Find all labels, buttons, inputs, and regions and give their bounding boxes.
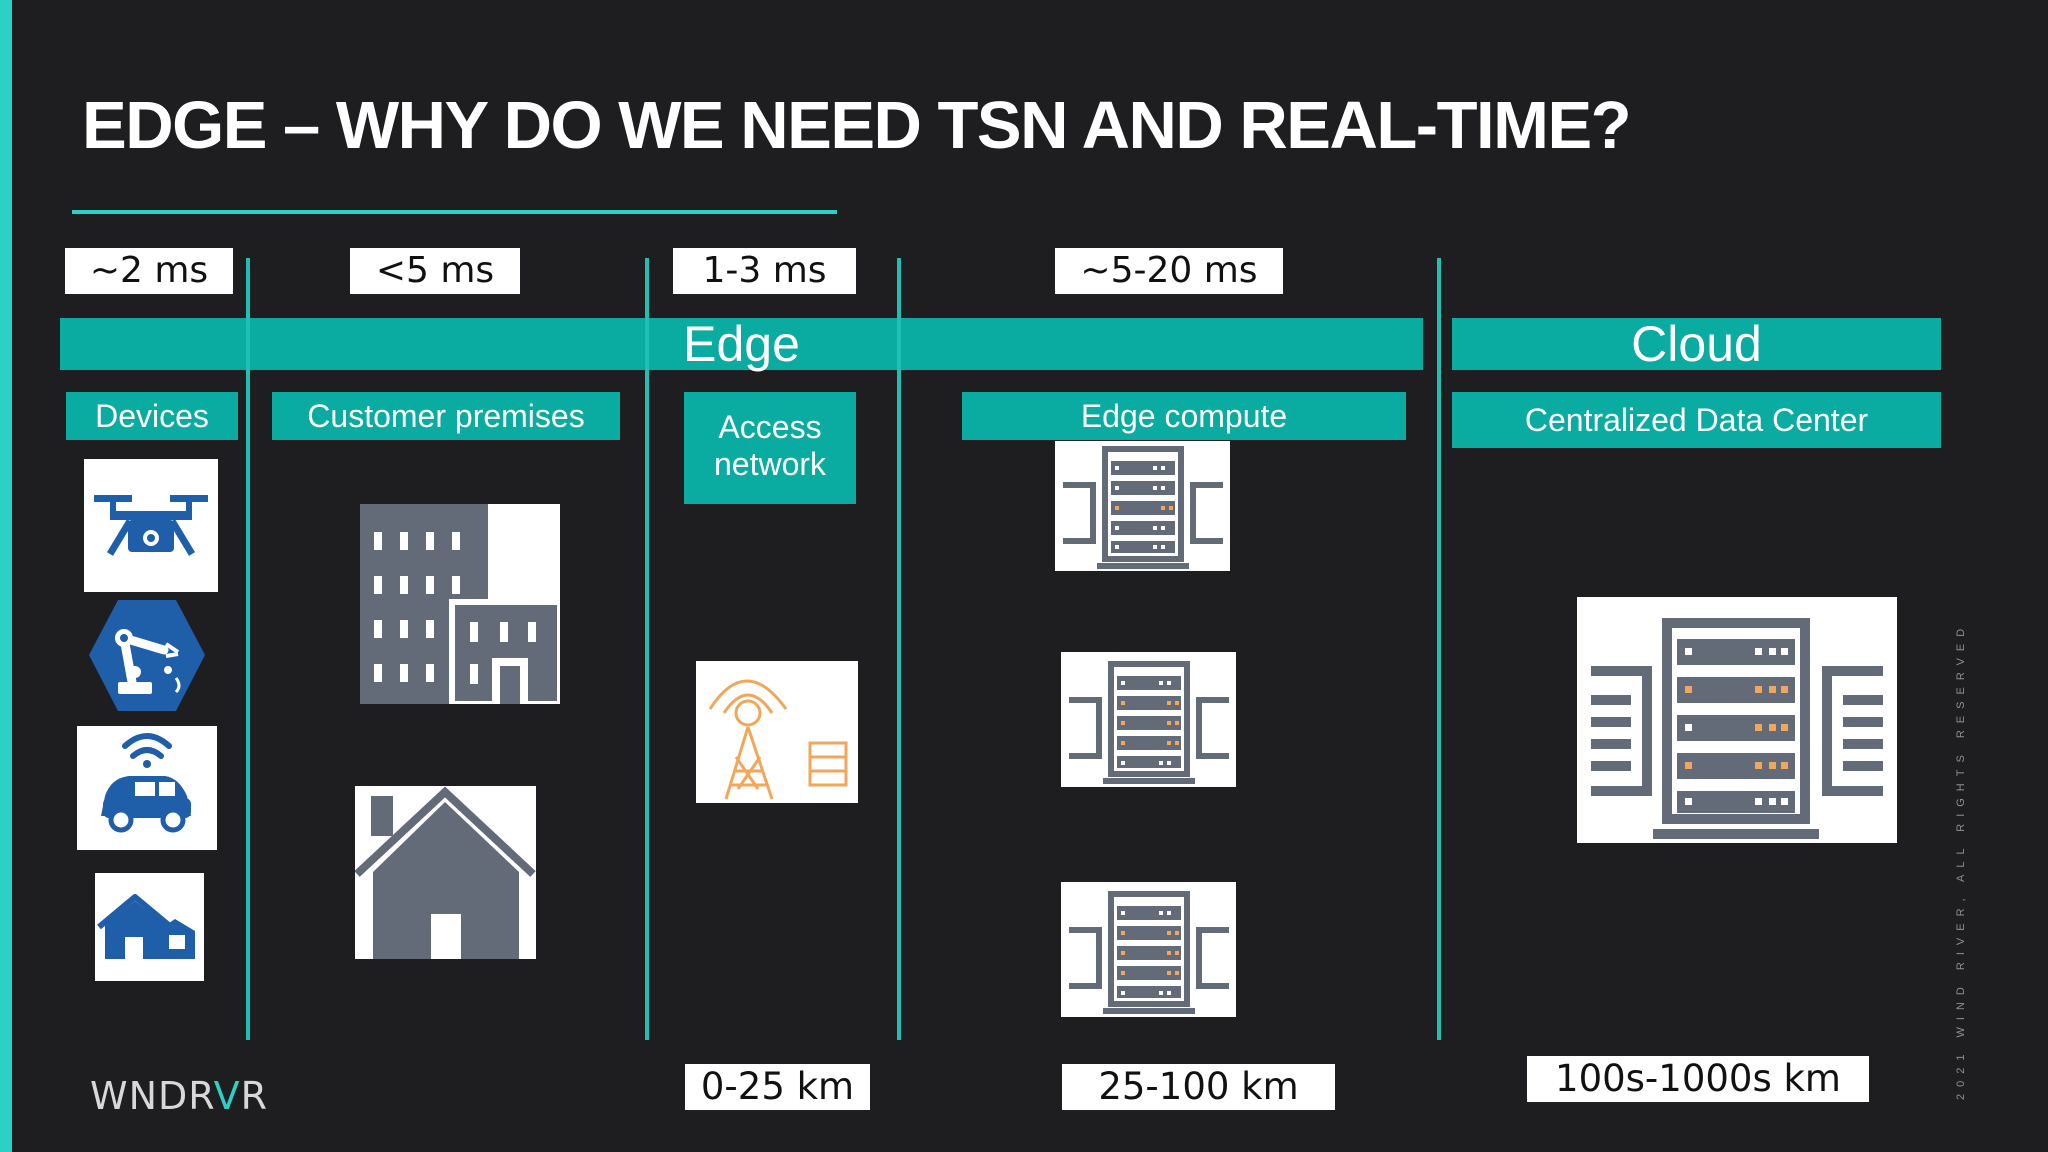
smart-home-icon (95, 873, 204, 981)
office-building-icon (360, 504, 560, 704)
cell-tower-icon (696, 661, 858, 803)
copyright-notice: 2021 WIND RIVER, ALL RIGHTS RESERVED (1955, 621, 1967, 1100)
house-icon (355, 786, 536, 959)
slide-title: EDGE – WHY DO WE NEED TSN AND REAL-TIME? (82, 88, 1632, 163)
section-label-customer-premises: Customer premises (272, 392, 620, 440)
distance-edge-compute: 25-100 km (1062, 1064, 1335, 1110)
divider-line (246, 258, 250, 1040)
latency-customer-premises: <5 ms (350, 248, 520, 294)
wind-river-logo: WNDRVR (90, 1074, 268, 1118)
title-underline (72, 210, 837, 214)
logo-text-v: V (213, 1074, 241, 1118)
section-label-data-center: Centralized Data Center (1452, 392, 1941, 448)
left-accent-bar (0, 0, 12, 1152)
server-rack-icon (1061, 652, 1236, 787)
distance-data-center: 100s-1000s km (1527, 1056, 1869, 1102)
connected-car-icon (77, 726, 217, 850)
edge-band: Edge (60, 318, 1423, 370)
cloud-band: Cloud (1452, 318, 1941, 370)
latency-edge-compute: ~5-20 ms (1055, 248, 1283, 294)
logo-text-r: R (240, 1074, 268, 1118)
divider-line (645, 258, 649, 1040)
logo-text: WNDR (90, 1074, 214, 1118)
divider-line (1437, 258, 1441, 1040)
latency-access-network: 1-3 ms (673, 248, 856, 294)
latency-devices: ~2 ms (65, 248, 233, 294)
divider-line (897, 258, 901, 1040)
section-label-devices: Devices (66, 392, 238, 440)
distance-access-network: 0-25 km (685, 1064, 870, 1110)
server-rack-icon (1061, 882, 1236, 1017)
robot-arm-icon (88, 598, 206, 713)
section-label-access-network: Access network (684, 392, 856, 504)
server-rack-icon (1055, 441, 1230, 571)
server-rack-icon (1577, 597, 1897, 843)
drone-icon (84, 459, 218, 592)
section-label-edge-compute: Edge compute (962, 392, 1406, 440)
